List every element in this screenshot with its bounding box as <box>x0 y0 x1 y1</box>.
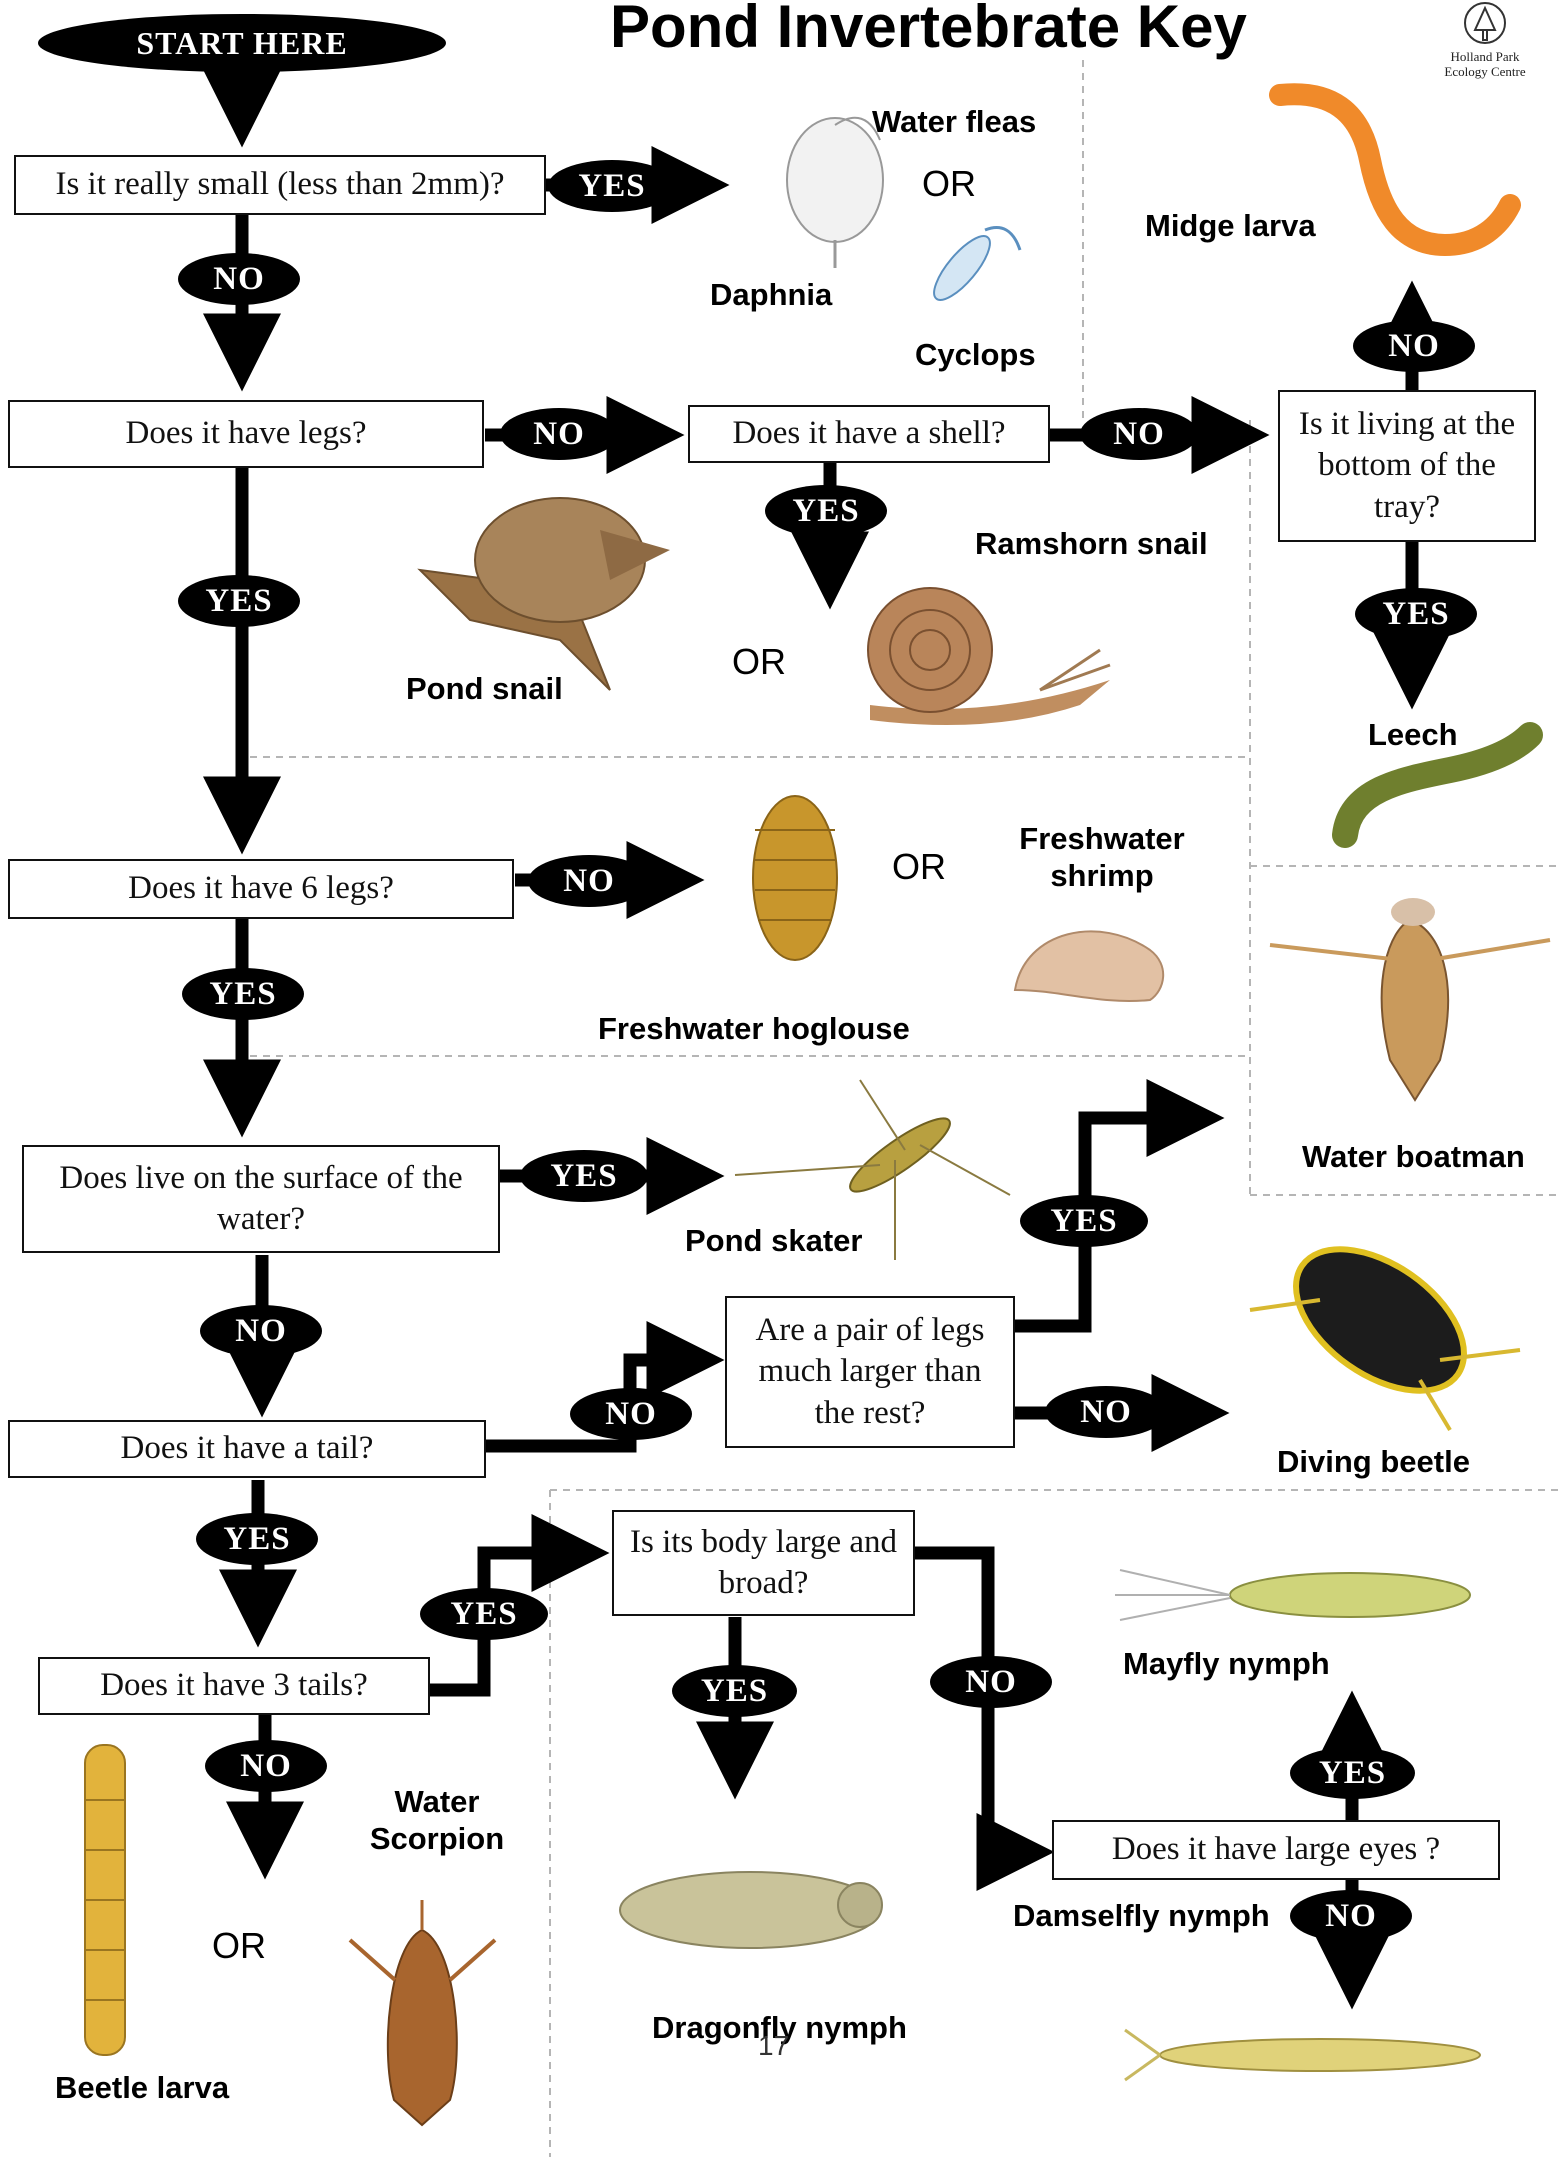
answer-yes-shell[interactable]: YES <box>765 485 887 537</box>
question-legs[interactable]: Does it have legs? <box>8 400 484 468</box>
question-bottom[interactable]: Is it living at the bottom of the tray? <box>1278 390 1536 542</box>
ramshorn-snail-illustration <box>868 588 1110 725</box>
question-eyes[interactable]: Does it have large eyes ? <box>1052 1820 1500 1880</box>
question-pair-legs[interactable]: Are a pair of legs much larger than the … <box>725 1296 1015 1448</box>
answer-yes-tail[interactable]: YES <box>196 1513 318 1565</box>
page-title: Pond Invertebrate Key <box>610 0 1247 61</box>
question-shell[interactable]: Does it have a shell? <box>688 405 1050 463</box>
answer-no-three-tails[interactable]: NO <box>205 1740 327 1792</box>
question-small[interactable]: Is it really small (less than 2mm)? <box>14 155 546 215</box>
logo: Holland Park Ecology Centre <box>1420 0 1550 79</box>
daphnia-illustration <box>787 118 883 268</box>
label-daphnia: Daphnia <box>710 276 832 313</box>
pond-snail-illustration <box>420 498 670 690</box>
answer-no-legs[interactable]: NO <box>500 408 618 460</box>
or-water-fleas: OR <box>922 163 976 205</box>
or-hoglouse: OR <box>892 846 946 888</box>
or-beetle-larva: OR <box>212 1925 266 1967</box>
label-leech: Leech <box>1368 716 1458 753</box>
answer-yes-legs[interactable]: YES <box>178 575 300 627</box>
or-snail: OR <box>732 641 786 683</box>
answer-no-shell[interactable]: NO <box>1080 408 1198 460</box>
label-midge-larva: Midge larva <box>1145 207 1316 244</box>
answer-yes-body[interactable]: YES <box>672 1665 797 1717</box>
answer-no-bottom[interactable]: NO <box>1353 320 1475 372</box>
logo-text-line2: Ecology Centre <box>1420 64 1550 79</box>
answer-yes-small[interactable]: YES <box>548 160 676 212</box>
label-freshwater-hoglouse: Freshwater hoglouse <box>598 1010 910 1047</box>
question-three-tails[interactable]: Does it have 3 tails? <box>38 1657 430 1715</box>
label-beetle-larva: Beetle larva <box>55 2069 229 2106</box>
label-diving-beetle: Diving beetle <box>1277 1443 1470 1480</box>
answer-no-surface[interactable]: NO <box>200 1305 322 1357</box>
answer-yes-bottom[interactable]: YES <box>1355 588 1477 640</box>
label-pond-skater: Pond skater <box>685 1222 862 1259</box>
answer-no-pair-legs[interactable]: NO <box>1045 1386 1167 1438</box>
label-water-scorpion: Water Scorpion <box>362 1783 512 1857</box>
label-ramshorn-snail: Ramshorn snail <box>975 525 1208 562</box>
question-tail[interactable]: Does it have a tail? <box>8 1420 486 1478</box>
logo-text-line1: Holland Park <box>1420 49 1550 64</box>
start-oval[interactable]: START HERE <box>38 14 446 72</box>
label-pond-snail: Pond snail <box>406 670 563 707</box>
label-water-boatman: Water boatman <box>1302 1138 1525 1175</box>
answer-no-six-legs[interactable]: NO <box>528 855 650 907</box>
label-cyclops: Cyclops <box>915 336 1036 373</box>
beetle-larva-illustration <box>85 1745 125 2055</box>
cyclops-illustration <box>926 228 1020 308</box>
answer-yes-three-tails[interactable]: YES <box>420 1588 548 1640</box>
label-water-fleas: Water fleas <box>872 103 1036 140</box>
water-boatman-illustration <box>1270 898 1550 1100</box>
hoglouse-illustration <box>753 796 837 960</box>
page-number: 17 <box>758 2030 789 2062</box>
answer-yes-pair-legs[interactable]: YES <box>1020 1195 1148 1247</box>
damselfly-nymph-illustration <box>1125 2030 1480 2080</box>
answer-yes-eyes[interactable]: YES <box>1290 1747 1415 1799</box>
label-freshwater-shrimp: Freshwater shrimp <box>1012 820 1192 894</box>
question-body[interactable]: Is its body large and broad? <box>612 1510 915 1616</box>
label-damselfly-nymph: Damselfly nymph <box>1013 1897 1270 1934</box>
freshwater-shrimp-illustration <box>1015 931 1163 1001</box>
tree-logo-icon <box>1455 0 1515 46</box>
dragonfly-nymph-illustration <box>620 1872 882 1948</box>
diving-beetle-illustration <box>1250 1220 1520 1430</box>
mayfly-nymph-illustration <box>1115 1570 1470 1620</box>
answer-no-tail[interactable]: NO <box>570 1388 692 1440</box>
answer-yes-surface[interactable]: YES <box>520 1150 648 1202</box>
answer-yes-six-legs[interactable]: YES <box>182 968 304 1020</box>
question-surface[interactable]: Does live on the surface of the water? <box>22 1145 500 1253</box>
water-scorpion-illustration <box>350 1900 495 2125</box>
answer-no-body[interactable]: NO <box>930 1656 1052 1708</box>
answer-no-eyes[interactable]: NO <box>1290 1890 1412 1942</box>
answer-no-small[interactable]: NO <box>178 253 300 305</box>
question-six-legs[interactable]: Does it have 6 legs? <box>8 859 514 919</box>
label-mayfly-nymph: Mayfly nymph <box>1123 1645 1330 1682</box>
